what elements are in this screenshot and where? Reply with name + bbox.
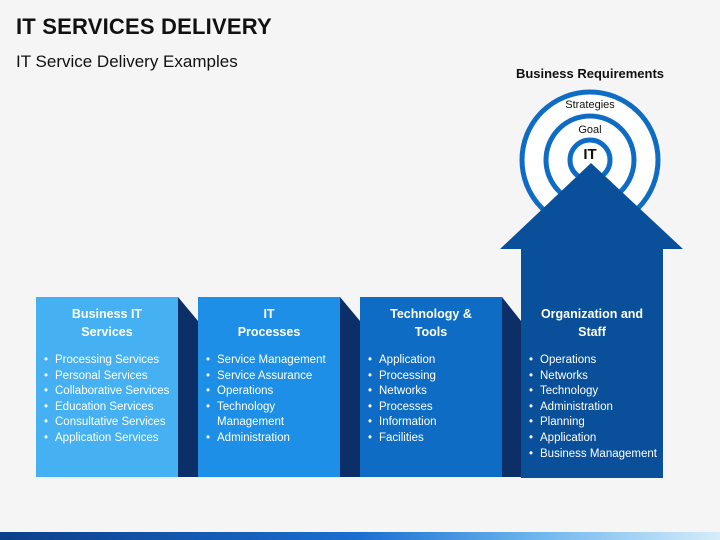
list-item: Personal Services	[44, 369, 178, 385]
box-list: Service Management Service Assurance Ope…	[198, 353, 340, 447]
it-label: IT	[583, 146, 597, 163]
list-item: Technology	[529, 384, 663, 400]
connector-1	[178, 297, 198, 477]
goal-label: Goal	[578, 124, 602, 136]
list-item: Operations	[529, 353, 663, 369]
list-item: Application Services	[44, 431, 178, 447]
organization-staff-box: Organization and Staff Operations Networ…	[521, 297, 663, 479]
box-title: IT Processes	[237, 307, 301, 339]
list-item: Processing	[368, 369, 502, 385]
footer-gradient-bar	[0, 532, 720, 540]
business-it-services-box: Business IT Services Processing Services…	[36, 297, 178, 477]
box-title: Organization and Staff	[540, 307, 644, 339]
list-item: Processing Services	[44, 353, 178, 369]
list-item: Planning	[529, 415, 663, 431]
list-item: Information	[368, 415, 502, 431]
list-item: Consultative Services	[44, 415, 178, 431]
box-list: Application Processing Networks Processe…	[360, 353, 502, 447]
page-subtitle: IT Service Delivery Examples	[16, 52, 238, 71]
list-item: Facilities	[368, 431, 502, 447]
page-title: IT SERVICES DELIVERY	[16, 14, 272, 39]
list-item: Technology Management	[206, 400, 340, 431]
it-processes-box: IT Processes Service Management Service …	[198, 297, 340, 477]
technology-tools-box: Technology & Tools Application Processin…	[360, 297, 502, 477]
list-item: Administration	[206, 431, 340, 447]
business-requirements-heading: Business Requirements	[515, 66, 665, 81]
list-item: Application	[529, 431, 663, 447]
list-item: Application	[368, 353, 502, 369]
list-item: Processes	[368, 400, 502, 416]
list-item: Service Management	[206, 353, 340, 369]
list-item: Networks	[368, 384, 502, 400]
connector-2	[340, 297, 360, 477]
list-item: Service Assurance	[206, 369, 340, 385]
list-item: Operations	[206, 384, 340, 400]
connector-3	[502, 297, 521, 477]
list-item: Networks	[529, 369, 663, 385]
list-item: Administration	[529, 400, 663, 416]
list-item: Education Services	[44, 400, 178, 416]
box-list: Operations Networks Technology Administr…	[521, 353, 663, 462]
box-title: Technology & Tools	[390, 307, 472, 339]
box-list: Processing Services Personal Services Co…	[36, 353, 178, 447]
box-title: Business IT Services	[71, 307, 143, 339]
list-item: Business Management	[529, 447, 663, 463]
list-item: Collaborative Services	[44, 384, 178, 400]
strategies-label: Strategies	[565, 99, 615, 111]
